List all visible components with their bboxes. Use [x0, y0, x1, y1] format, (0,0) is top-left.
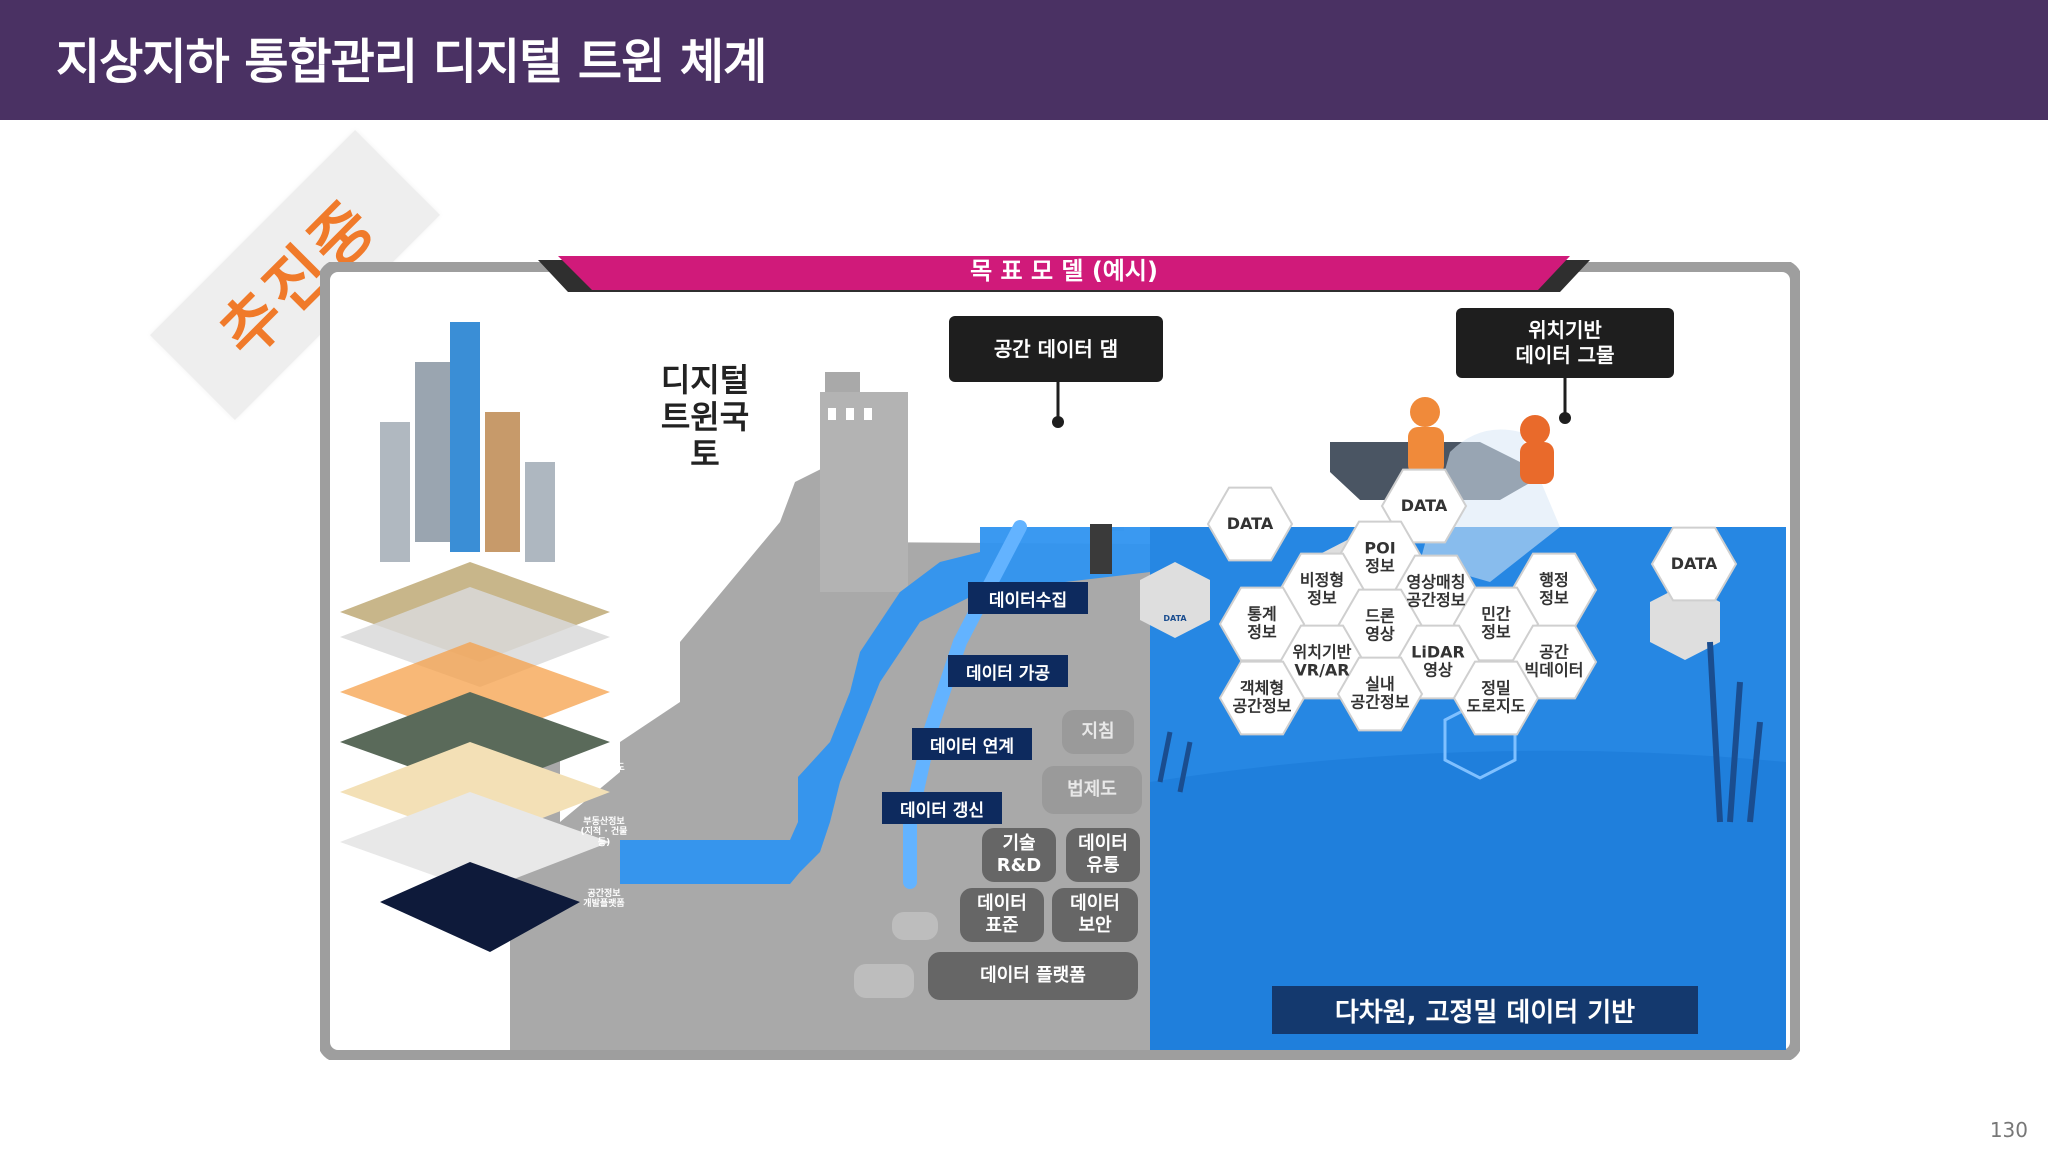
flow-step-collect: 데이터수집: [968, 582, 1088, 614]
page-number: 130: [1989, 1118, 2028, 1142]
dam-item-blank-1: [892, 912, 938, 940]
dam-gate: [1090, 524, 1112, 574]
target-model-diagram: 디지털 트윈국토 디지털 트윈국토 3D · 실내 공간정보 정책정보 정사영상…: [320, 256, 1800, 1060]
slide-title: 지상지하 통합관리 디지털 트윈 체계: [56, 34, 767, 90]
fisherman-right: [1520, 415, 1550, 445]
info-hex-13: [1452, 660, 1540, 736]
data-hex-label-2: DATA: [1400, 495, 1448, 515]
flow-step-update: 데이터 갱신: [882, 792, 1002, 824]
hex-canvas: [1206, 468, 1738, 736]
info-hex-label-1: POI 정보: [1364, 538, 1396, 576]
dam-pointer: [1052, 382, 1064, 428]
info-hex-label-13: 정밀 도로지도: [1466, 678, 1526, 716]
layer-tag-1: 디지털 트윈국토: [587, 517, 621, 538]
skyscraper: [450, 322, 480, 552]
info-hex-label-4: 행정 정보: [1539, 570, 1569, 608]
slide-header: 지상지하 통합관리 디지털 트윈 체계: [0, 0, 2048, 120]
info-hex-11: [1218, 660, 1306, 736]
layer-tag-2: 3D · 실내 공간정보: [584, 585, 624, 606]
fisherman-left: [1410, 397, 1440, 427]
net-label: 위치기반 데이터 그물: [1456, 308, 1674, 378]
layer-tag-7: 공간정보 개발플랫폼: [583, 889, 625, 910]
data-hex-1: [1206, 486, 1294, 562]
layer-tag-3: 정책정보: [587, 651, 621, 661]
banner-title: 목 표 모 델 (예시): [970, 257, 1158, 285]
info-hex-label-6: 드론 영상: [1365, 606, 1395, 644]
info-hex-12: [1336, 656, 1424, 732]
layer-tag-5: 국가기본도: [583, 763, 625, 773]
info-hex-label-8: 위치기반 VR/AR: [1292, 642, 1352, 680]
dam-item-blank-2: [854, 964, 914, 998]
dam-item-distribution: 데이터 유통: [1066, 828, 1140, 882]
info-hex-label-2: 비정형 정보: [1299, 570, 1345, 608]
dam-item-standard: 데이터 표준: [960, 888, 1044, 942]
flow-step-process: 데이터 가공: [948, 655, 1068, 687]
layer-tag-4: 정사영상: [587, 705, 621, 715]
info-hex-label-11: 객체형 공간정보: [1232, 678, 1292, 716]
net-pointer: [1559, 378, 1571, 424]
dam-item-guideline: 지침: [1062, 710, 1134, 754]
twin-title: 디지털 트윈국토: [660, 361, 750, 473]
info-hex-label-9: LiDAR 영상: [1411, 642, 1465, 680]
info-hex-label-10: 공간 빅데이터: [1524, 642, 1584, 680]
base-label: 다차원, 고정밀 데이터 기반: [1272, 986, 1698, 1034]
flow-step-link: 데이터 연계: [912, 728, 1032, 760]
dam-tower: [820, 392, 908, 592]
layered-city-illustration: [340, 322, 610, 952]
info-hex-label-3: 영상매칭 공간정보: [1406, 572, 1466, 610]
dam-item-platform: 데이터 플랫폼: [928, 952, 1138, 1000]
dam-label: 공간 데이터 댐: [949, 316, 1163, 382]
info-hex-label-7: 민간 정보: [1481, 604, 1511, 642]
data-hex-label-1: DATA: [1226, 513, 1274, 533]
dam-item-rnd: 기술 R&D: [982, 828, 1056, 882]
banner-shape: [538, 256, 1590, 292]
data-hex-3: [1650, 526, 1738, 602]
info-hex-label-12: 실내 공간정보: [1350, 674, 1410, 712]
dam-item-security: 데이터 보안: [1052, 888, 1138, 942]
data-hex-label-3: DATA: [1670, 553, 1718, 573]
small-data-1: DATA: [1163, 614, 1187, 623]
dam-item-law: 법제도: [1042, 766, 1142, 814]
banner: 목 표 모 델 (예시): [538, 250, 1590, 298]
layer-tag-6: 부동산정보 (지적 · 건물 등): [580, 817, 628, 848]
info-hex-label-5: 통계 정보: [1247, 604, 1277, 642]
